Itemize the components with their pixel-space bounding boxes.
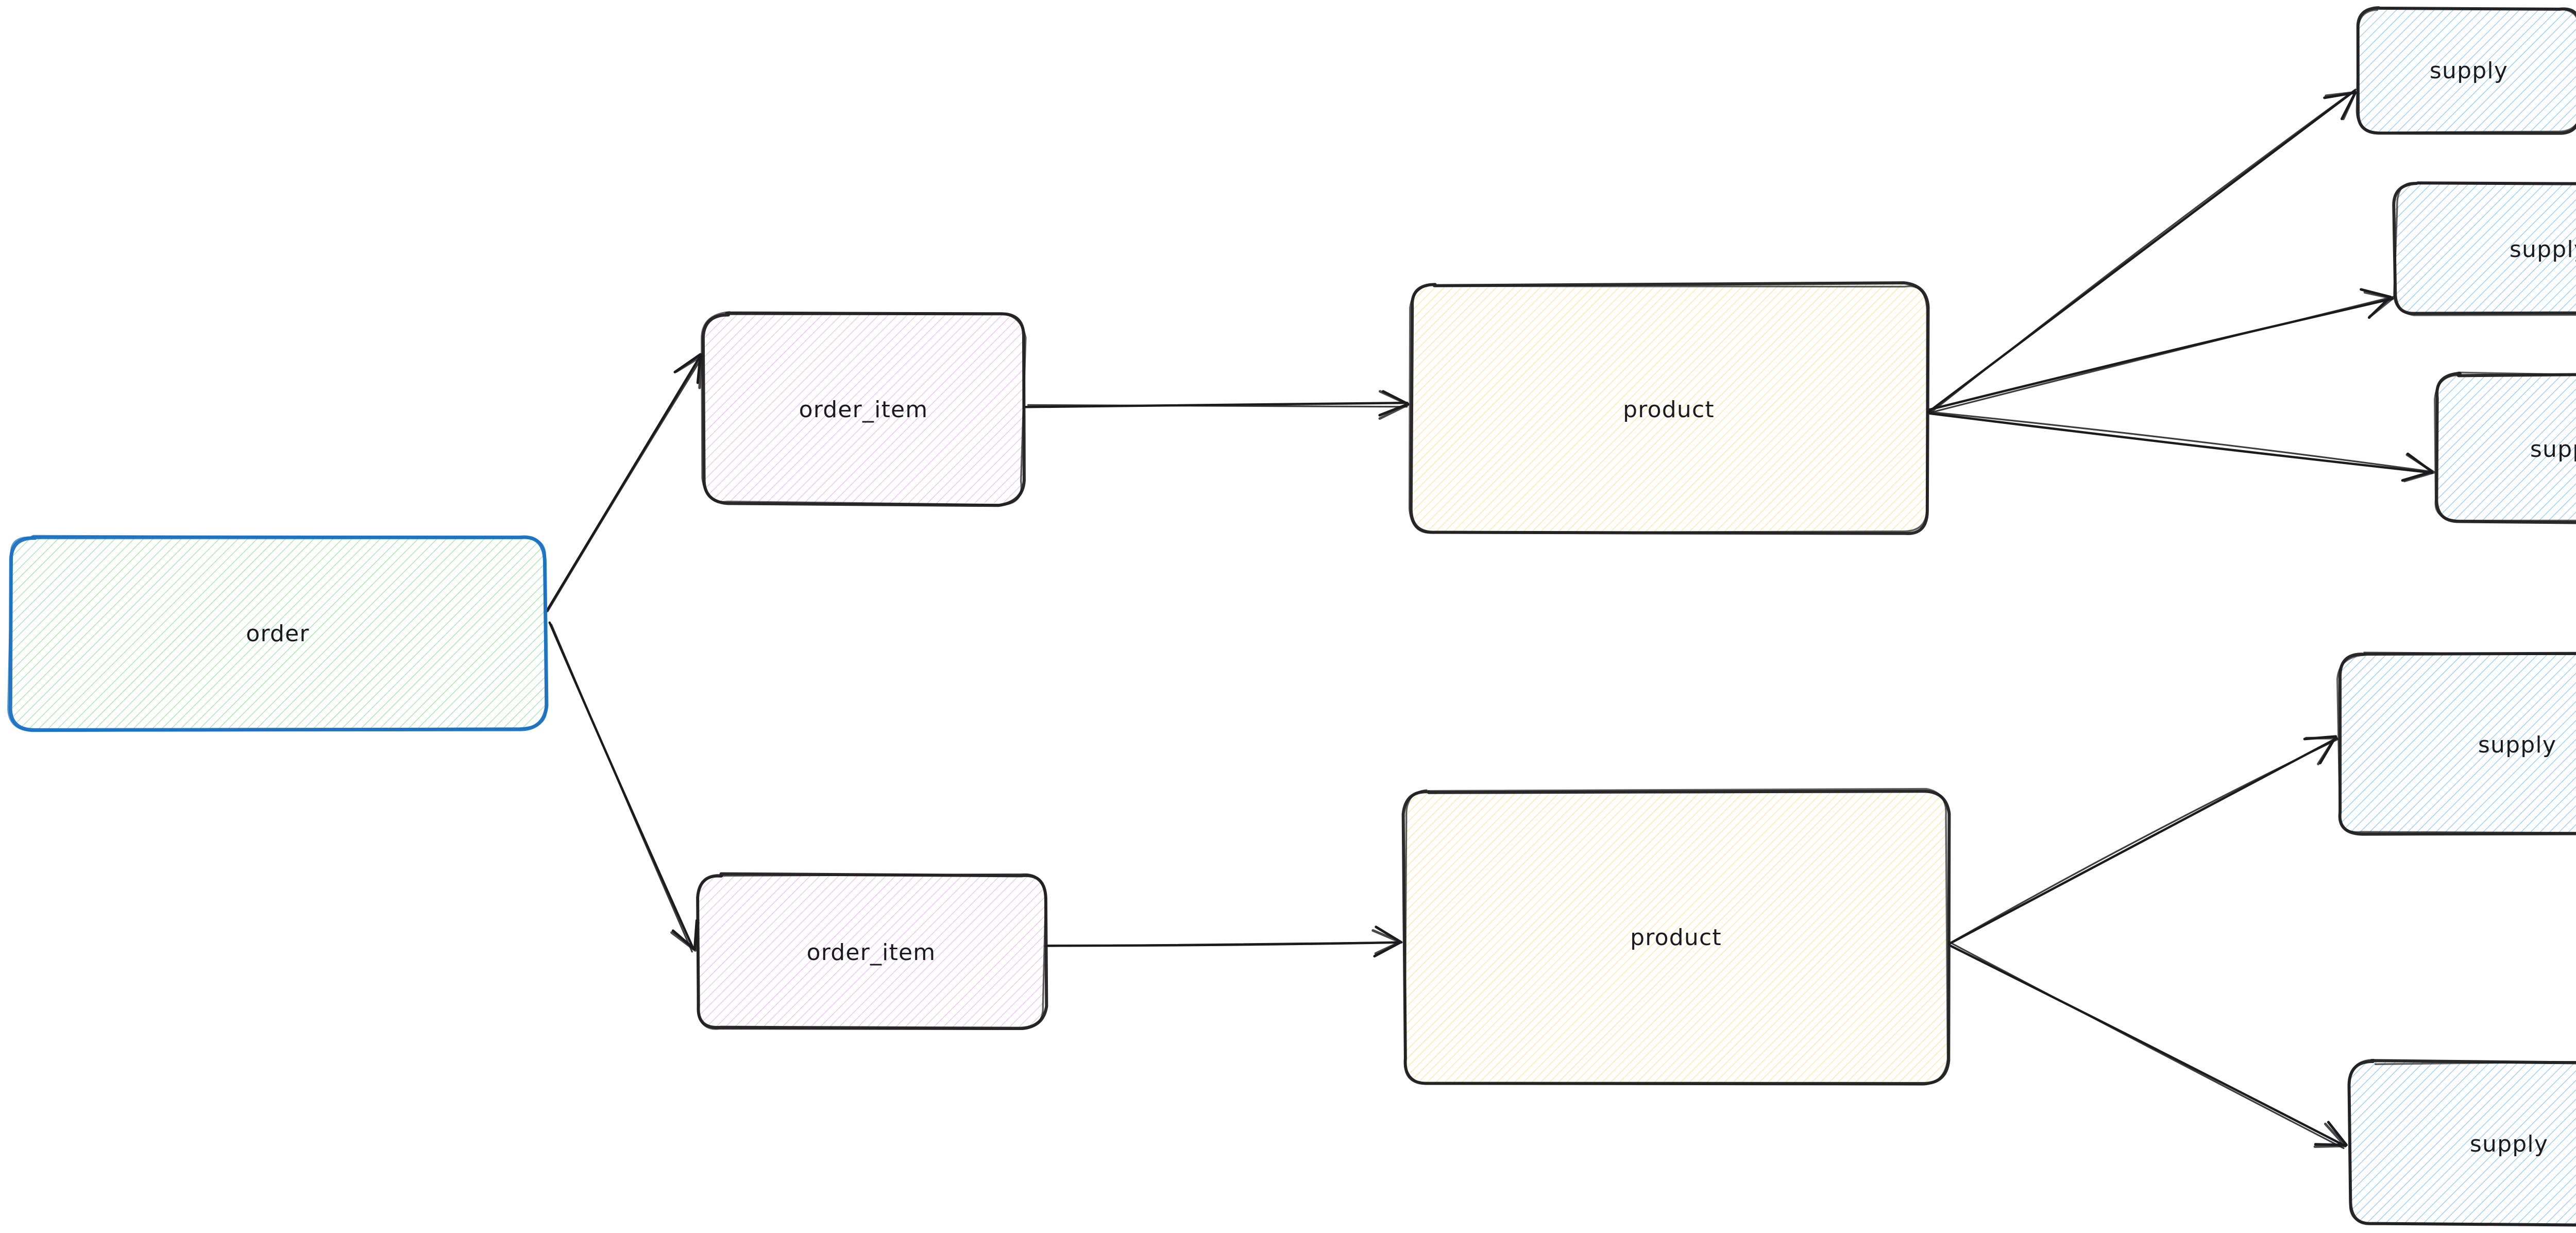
node-outline	[2392, 181, 2576, 315]
diagram-node-supply_1[interactable]: supply	[2355, 6, 2576, 135]
node-outline-secondary	[2355, 7, 2576, 134]
diagram-edge-product_bottom-to-supply_4[interactable]	[1947, 735, 2339, 945]
edge-line-secondary	[1044, 941, 1402, 947]
node-fill	[1411, 283, 1927, 534]
arrow-head-secondary-icon	[2313, 1122, 2347, 1148]
node-label-order_item_bottom: order_item	[807, 939, 936, 966]
diagram-node-supply_3[interactable]: supply	[2434, 371, 2576, 524]
node-fill	[9, 536, 546, 730]
node-label-supply_5: supply	[2470, 1131, 2548, 1157]
node-label-product_bottom: product	[1630, 924, 1722, 951]
edge-line-secondary	[1027, 404, 1408, 408]
node-outline-secondary	[7, 535, 547, 732]
edge-line	[1928, 412, 2434, 474]
node-outline	[2356, 6, 2576, 135]
node-fill	[2339, 654, 2576, 835]
edge-line-secondary	[1930, 89, 2357, 413]
diagram-node-order_item_top[interactable]: order_item	[701, 311, 1027, 507]
diagram-node-order_item_bottom[interactable]: order_item	[696, 872, 1048, 1031]
diagram-node-order[interactable]: order	[7, 535, 549, 732]
node-outline-secondary	[2393, 182, 2576, 316]
node-label-supply_3: supply	[2530, 436, 2576, 463]
edge-line	[1024, 401, 1409, 408]
edges-layer	[545, 89, 2435, 1150]
edge-line	[545, 353, 703, 613]
node-outline-secondary	[697, 873, 1047, 1031]
edge-line-secondary	[1926, 410, 2432, 473]
node-fill	[704, 313, 1024, 504]
node-label-order: order	[246, 621, 309, 647]
node-outline-secondary	[701, 311, 1027, 506]
arrow-head-secondary-icon	[1371, 929, 1402, 955]
diagram-edge-product_top-to-supply_2[interactable]	[1928, 288, 2396, 413]
node-outline-secondary	[2434, 371, 2576, 522]
arrow-head-secondary-icon	[2304, 737, 2336, 765]
node-fill	[2357, 7, 2576, 132]
node-fill	[2350, 1061, 2576, 1224]
diagram-edge-order_item_top-to-product_top[interactable]	[1024, 390, 1410, 420]
node-fill	[697, 874, 1046, 1030]
edge-line-secondary	[1932, 296, 2396, 413]
edge-line	[1948, 944, 2347, 1148]
diagram-node-supply_4[interactable]: supply	[2336, 652, 2576, 836]
node-outline-secondary	[1408, 283, 1928, 534]
node-outline-secondary	[2336, 652, 2576, 834]
node-label-supply_1: supply	[2430, 58, 2508, 84]
diagram-node-product_bottom[interactable]: product	[1401, 787, 1951, 1086]
node-outline-secondary	[2348, 1058, 2576, 1226]
arrow-head-secondary-icon	[2325, 91, 2357, 121]
arrow-head-secondary-icon	[2363, 291, 2394, 318]
edge-line-secondary	[550, 623, 693, 953]
edge-line-secondary	[547, 355, 704, 612]
diagram-node-supply_2[interactable]: supply	[2392, 181, 2576, 316]
diagram-edge-order-to-order_item_top[interactable]	[545, 353, 704, 613]
edge-line-secondary	[1947, 738, 2339, 945]
node-outline-secondary	[1404, 787, 1949, 1086]
node-fill	[2394, 184, 2576, 314]
diagram-edge-order_item_bottom-to-product_bottom[interactable]	[1044, 926, 1403, 958]
diagram-edge-product_top-to-supply_3[interactable]	[1926, 410, 2435, 483]
edge-line-secondary	[1948, 941, 2345, 1150]
node-fill	[1403, 792, 1948, 1083]
nodes-layer: orderorder_itemproductsupplysupplysupply…	[7, 6, 2576, 1227]
arrow-head-secondary-icon	[2403, 453, 2435, 483]
node-label-product_top: product	[1623, 397, 1715, 423]
diagram-node-product_top[interactable]: product	[1408, 281, 1930, 535]
diagram-edge-product_bottom-to-supply_5[interactable]	[1948, 941, 2348, 1150]
diagram-edge-product_top-to-supply_1[interactable]	[1927, 89, 2357, 414]
diagram-node-supply_5[interactable]: supply	[2347, 1058, 2576, 1227]
diagram-edge-order-to-order_item_bottom[interactable]	[548, 621, 700, 953]
arrow-head-secondary-icon	[1378, 390, 1410, 420]
node-fill	[2435, 374, 2576, 522]
node-label-supply_4: supply	[2478, 732, 2556, 758]
node-label-order_item_top: order_item	[799, 397, 928, 423]
node-label-supply_2: supply	[2510, 236, 2576, 263]
